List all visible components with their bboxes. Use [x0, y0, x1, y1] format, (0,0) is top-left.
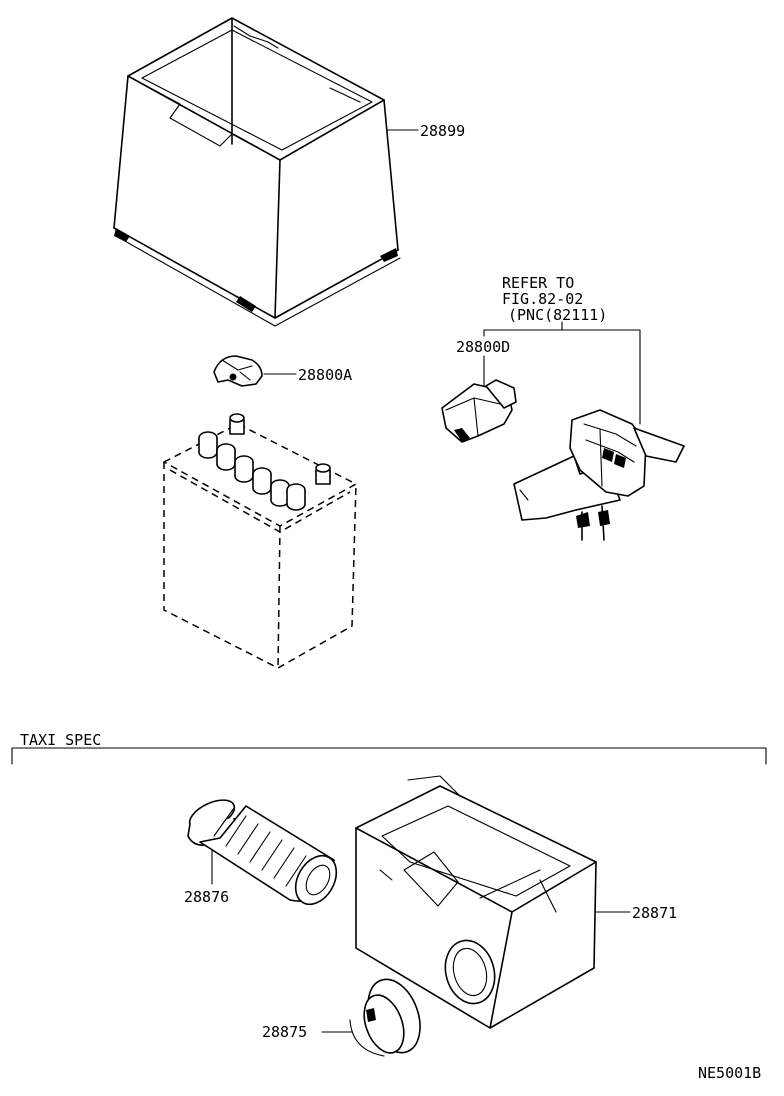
figure-code: NE5001B — [698, 1064, 761, 1082]
label-28871: 28871 — [632, 904, 677, 922]
taxi-spec-bracket — [11, 747, 767, 765]
leader-lines — [211, 129, 641, 1033]
reference-note-line3: (PNC(82111) — [508, 306, 607, 324]
reference-note-line1: REFER TO — [502, 274, 574, 292]
fusible-link-block-drawing — [513, 409, 685, 541]
terminal-clamp-drawing — [213, 355, 263, 387]
tube-drawing — [187, 799, 338, 906]
terminal-cover-drawing — [441, 379, 517, 443]
section-title: TAXI SPEC — [20, 731, 101, 749]
label-28875: 28875 — [262, 1023, 307, 1041]
battery-cover-drawing — [113, 17, 401, 327]
battery-box-drawing — [355, 775, 597, 1029]
battery-drawing — [163, 413, 357, 669]
reference-note-line2: FIG.82-02 — [502, 290, 583, 308]
label-28800a: 28800A — [298, 366, 352, 384]
label-28899: 28899 — [420, 122, 465, 140]
grommet-drawing — [349, 978, 421, 1057]
label-28800d: 28800D — [456, 338, 510, 356]
label-28876: 28876 — [184, 888, 229, 906]
